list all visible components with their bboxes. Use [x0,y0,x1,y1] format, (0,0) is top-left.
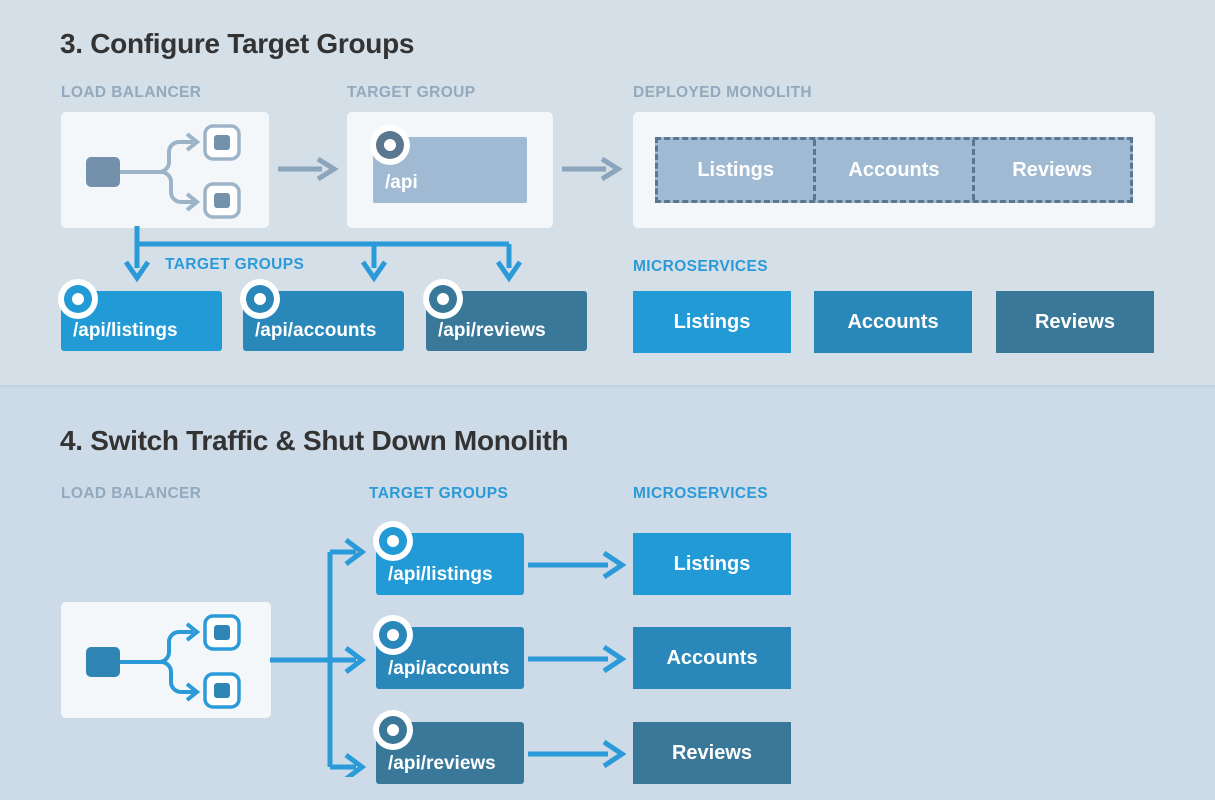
microservice-box-accounts[interactable]: Accounts [814,291,972,353]
target-bullseye-icon [58,279,98,319]
section-3-heading: 3. Configure Target Groups [60,28,415,59]
load-balancer-icon [86,124,241,219]
target-bullseye-icon [370,125,410,165]
target-bullseye-icon [373,615,413,655]
microservice-box-reviews-s4[interactable]: Reviews [633,722,791,784]
target-group-box-listings-s4[interactable]: /api/listings [373,521,524,595]
caption-microservices-s3: MICROSERVICES [633,258,768,275]
caption-target-groups-s3: TARGET GROUPS [165,256,305,273]
microservice-box-accounts-s4[interactable]: Accounts [633,627,791,689]
target-group-box-reviews[interactable]: /api/reviews [423,279,587,351]
microservice-box-reviews[interactable]: Reviews [996,291,1154,353]
section-configure-target-groups: 3. Configure Target Groups LOAD BALANCER… [0,0,1215,385]
target-bullseye-icon [373,521,413,561]
monolith-segment-label: Listings [697,158,774,181]
load-balancer-panel-s3 [61,112,269,228]
monolith-segment-listings[interactable]: Listings [658,140,817,200]
target-group-api-label: /api [385,172,418,193]
target-group-label: /api/reviews [388,753,496,774]
target-group-label: /api/accounts [388,658,510,679]
monolith-segment-label: Reviews [1012,158,1093,181]
arrow-reviews-tg-to-service [528,740,627,768]
target-bullseye-icon [240,279,280,319]
target-group-label: /api/listings [73,320,178,341]
target-group-box-accounts[interactable]: /api/accounts [240,279,404,351]
target-bullseye-icon [423,279,463,319]
target-bullseye-icon [373,710,413,750]
microservice-label: Reviews [1034,310,1116,333]
target-group-label: /api/listings [388,564,493,585]
caption-target-group-s3: TARGET GROUP [347,84,476,101]
target-group-box-reviews-s4[interactable]: /api/reviews [373,710,524,784]
caption-deployed-monolith: DEPLOYED MONOLITH [633,84,813,101]
target-group-box-accounts-s4[interactable]: /api/accounts [373,615,524,689]
microservice-box-listings[interactable]: Listings [633,291,791,353]
microservice-label: Listings [673,552,751,575]
target-group-label: /api/accounts [255,320,377,341]
monolith-segment-label: Accounts [848,158,940,181]
target-group-box-listings[interactable]: /api/listings [58,279,222,351]
microservice-label: Reviews [671,741,753,764]
target-group-api-box[interactable]: /api [370,125,527,203]
target-group-label: /api/reviews [438,320,546,341]
monolith-container: Listings Accounts Reviews [655,137,1133,203]
arrow-lb-to-target-group [278,156,339,182]
microservice-label: Accounts [666,646,758,669]
arrow-listings-tg-to-service [528,551,627,579]
microservice-label: Listings [673,310,751,333]
load-balancer-panel-s4 [61,602,271,718]
arrow-accounts-tg-to-service [528,645,627,673]
microservice-box-listings-s4[interactable]: Listings [633,533,791,595]
arrow-target-group-to-monolith [562,156,623,182]
caption-load-balancer-s3: LOAD BALANCER [61,84,202,101]
monolith-segment-reviews[interactable]: Reviews [975,140,1130,200]
microservice-label: Accounts [847,310,939,333]
target-group-panel: /api [347,112,553,228]
monolith-segment-accounts[interactable]: Accounts [816,140,975,200]
caption-target-groups-s4: TARGET GROUPS [369,485,509,502]
caption-microservices-s4: MICROSERVICES [633,485,768,502]
section-4-heading: 4. Switch Traffic & Shut Down Monolith [60,425,569,456]
deployed-monolith-panel: Listings Accounts Reviews [633,112,1155,228]
caption-load-balancer-s4: LOAD BALANCER [61,485,202,502]
section-switch-traffic: 4. Switch Traffic & Shut Down Monolith L… [0,385,1215,800]
load-balancer-icon [86,614,241,709]
